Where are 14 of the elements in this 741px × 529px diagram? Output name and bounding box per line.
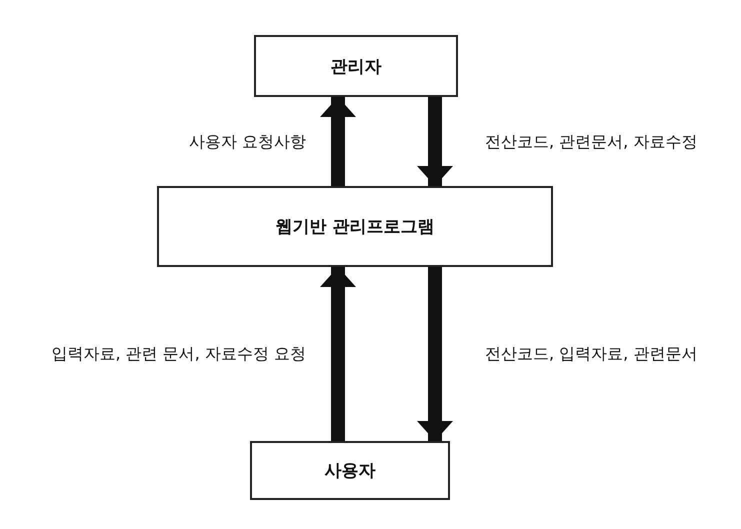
block-arrow [320,97,356,186]
block-arrow [417,267,453,441]
edge-label: 전산코드, 관련문서, 자료수정 [485,130,698,152]
edge-label: 사용자 요청사항 [188,130,306,152]
process-box [250,441,450,500]
box-label: 사용자 [324,460,376,482]
block-arrow [320,267,356,441]
edge-label: 전산코드, 입력자료, 관련문서 [485,343,698,365]
box-label: 웹기반 관리프로그램 [276,216,434,238]
edge-label: 입력자료, 관련 문서, 자료수정 요청 [51,343,306,365]
box-label: 관리자 [330,56,382,78]
process-box [157,186,553,267]
process-box [254,35,458,97]
block-arrow [417,97,453,186]
